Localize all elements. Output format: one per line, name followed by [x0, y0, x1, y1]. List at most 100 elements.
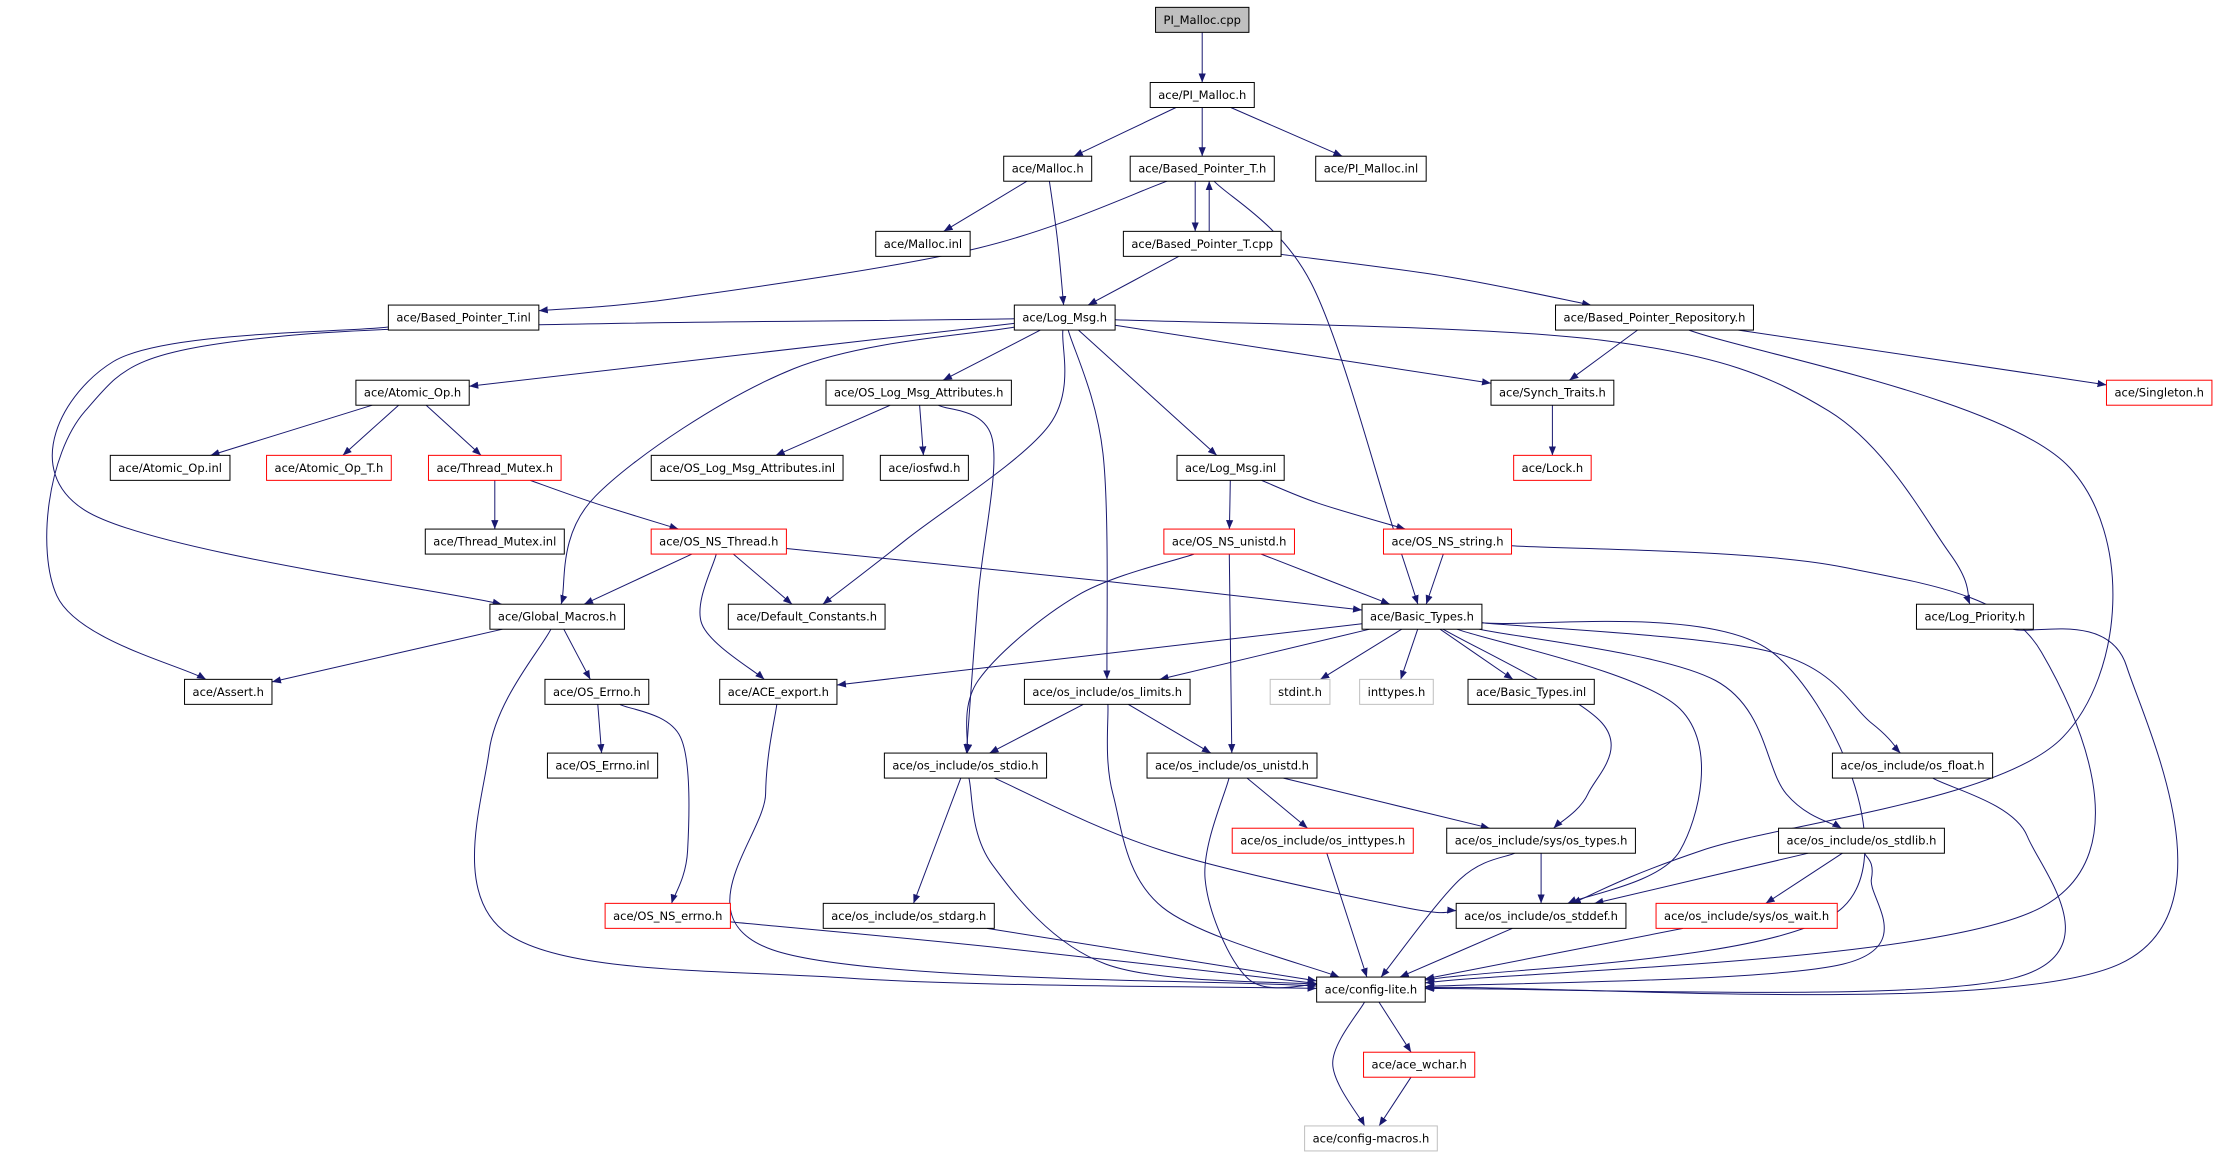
file-node-based-pointer-repository-h[interactable]: ace/Based_Pointer_Repository.h [1555, 304, 1754, 331]
file-node-os-errno-h[interactable]: ace/OS_Errno.h [544, 678, 650, 705]
file-node-sys-os-wait-h[interactable]: ace/os_include/sys/os_wait.h [1655, 902, 1838, 929]
file-node-based-pointer-t-cpp[interactable]: ace/Based_Pointer_T.cpp [1122, 230, 1282, 257]
file-node-os-inttypes-h[interactable]: ace/os_include/os_inttypes.h [1231, 827, 1414, 854]
node-label: ace/os_include/os_stdio.h [892, 759, 1038, 773]
file-node-assert-h[interactable]: ace/Assert.h [184, 678, 273, 705]
edge-os-ns-string-h-to-basic-types-h [1425, 553, 1444, 605]
node-box [427, 454, 562, 481]
edge-basic-types-h-to-ace-export-h [836, 623, 1363, 688]
node-box [1315, 155, 1427, 182]
file-node-basic-types-inl[interactable]: ace/Basic_Types.inl [1467, 678, 1595, 705]
edge-basic-types-h-to-os-float-h [1481, 622, 1901, 754]
file-node-synch-traits-h[interactable]: ace/Synch_Traits.h [1490, 379, 1615, 406]
file-node-os-ns-errno-h[interactable]: ace/OS_NS_errno.h [604, 902, 731, 929]
file-node-atomic-op-h[interactable]: ace/Atomic_Op.h [355, 379, 470, 406]
node-box [1003, 155, 1093, 182]
file-node-log-priority-h[interactable]: ace/Log_Priority.h [1915, 603, 2034, 630]
file-node-os-ns-thread-h[interactable]: ace/OS_NS_Thread.h [650, 528, 787, 555]
file-node-os-stdlib-h[interactable]: ace/os_include/os_stdlib.h [1778, 827, 1945, 854]
file-node-os-stddef-h[interactable]: ace/os_include/os_stddef.h [1455, 902, 1627, 929]
edge-log-priority-h-to-config-lite-h [1425, 628, 2179, 996]
file-node-ace-export-h[interactable]: ace/ACE_export.h [719, 678, 838, 705]
edge-os-unistd-h-to-os-inttypes-h [1246, 777, 1308, 829]
edge-os-ns-unistd-h-to-os-unistd-h [1228, 554, 1236, 754]
edge-os-limits-h-to-config-lite-h [1106, 704, 1340, 978]
file-node-os-ns-string-h[interactable]: ace/OS_NS_string.h [1382, 528, 1513, 555]
file-node-config-lite-h[interactable]: ace/config-lite.h [1316, 976, 1426, 1003]
node-box [1155, 6, 1250, 33]
dependency-edges [46, 32, 2179, 1127]
node-box [109, 454, 231, 481]
file-node-atomic-op-t-h[interactable]: ace/Atomic_Op_T.h [266, 454, 392, 481]
edge-log-msg-h-to-atomic-op-h [469, 322, 1015, 389]
file-node-os-float-h[interactable]: ace/os_include/os_float.h [1831, 752, 1994, 779]
node-box [1915, 603, 2034, 630]
node-label: PI_Malloc.cpp [1164, 13, 1241, 27]
edge-config-lite-h-to-config-macros-h [1332, 1001, 1366, 1127]
file-nodes: PI_Malloc.cpp ace/PI_Malloc.h ace/Malloc.h… [109, 6, 2213, 1152]
file-node-default-constants-h[interactable]: ace/Default_Constants.h [727, 603, 886, 630]
node-label: ace/os_include/sys/os_types.h [1455, 834, 1628, 848]
node-label: ace/Based_Pointer_Repository.h [1564, 311, 1746, 325]
edge-log-msg-h-to-default-constants-h [822, 330, 1066, 605]
node-label: ace/OS_Errno.h [553, 685, 641, 699]
node-label: ace/Based_Pointer_T.cpp [1131, 237, 1273, 251]
edge-log-msg-h-to-global-macros-h [560, 326, 1015, 605]
edge-log-msg-h-to-os-limits-h [1067, 329, 1111, 680]
file-node-ace-wchar-h[interactable]: ace/ace_wchar.h [1363, 1051, 1476, 1078]
file-node-sys-os-types-h[interactable]: ace/os_include/sys/os_types.h [1446, 827, 1636, 854]
file-node-pi-malloc-inl[interactable]: ace/PI_Malloc.inl [1315, 155, 1427, 182]
file-node-basic-types-h[interactable]: ace/Basic_Types.h [1361, 603, 1483, 630]
edge-os-ns-thread-h-to-ace-export-h [699, 553, 765, 680]
edge-basic-types-h-to-config-lite-h [1425, 620, 1866, 983]
node-label: ace/OS_Log_Msg_Attributes.h [834, 386, 1003, 400]
file-node-os-log-msg-attributes-h[interactable]: ace/OS_Log_Msg_Attributes.h [825, 379, 1012, 406]
edge-sys-os-wait-h-to-config-lite-h [1425, 927, 1683, 981]
file-node-atomic-op-inl[interactable]: ace/Atomic_Op.inl [109, 454, 231, 481]
file-node-thread-mutex-inl[interactable]: ace/Thread_Mutex.inl [424, 528, 565, 555]
file-node-os-stdio-h[interactable]: ace/os_include/os_stdio.h [883, 752, 1048, 779]
file-node-os-unistd-h[interactable]: ace/os_include/os_unistd.h [1146, 752, 1318, 779]
node-label: ace/Based_Pointer_T.inl [396, 311, 530, 325]
node-label: ace/Thread_Mutex.inl [433, 535, 556, 549]
file-node-thread-mutex-h[interactable]: ace/Thread_Mutex.h [427, 454, 562, 481]
node-label: ace/Atomic_Op.h [364, 386, 461, 400]
file-node-stdint-h[interactable]: stdint.h [1269, 678, 1331, 705]
node-label: ace/Log_Msg.inl [1185, 461, 1276, 475]
file-node-os-ns-unistd-h[interactable]: ace/OS_NS_unistd.h [1163, 528, 1295, 555]
node-box [1013, 304, 1116, 331]
file-node-malloc-inl[interactable]: ace/Malloc.inl [875, 230, 971, 257]
file-node-log-msg-h[interactable]: ace/Log_Msg.h [1013, 304, 1116, 331]
edge-thread-mutex-h-to-os-ns-thread-h [530, 479, 679, 530]
edge-atomic-op-h-to-atomic-op-inl [210, 404, 373, 457]
file-node-iosfwd-h[interactable]: ace/iosfwd.h [879, 454, 969, 481]
node-box [883, 752, 1048, 779]
file-node-os-log-msg-attributes-inl[interactable]: ace/OS_Log_Msg_Attributes.inl [650, 454, 844, 481]
file-node-pi-malloc-h[interactable]: ace/PI_Malloc.h [1149, 81, 1255, 108]
node-label: ace/OS_NS_string.h [1391, 535, 1503, 549]
file-node-config-macros-h[interactable]: ace/config-macros.h [1304, 1125, 1438, 1152]
file-node-os-stdarg-h[interactable]: ace/os_include/os_stdarg.h [822, 902, 995, 929]
edge-malloc-h-to-log-msg-h [1048, 181, 1067, 306]
file-node-os-limits-h[interactable]: ace/os_include/os_limits.h [1023, 678, 1191, 705]
edge-os-ns-thread-h-to-basic-types-h [786, 548, 1363, 613]
file-node-os-errno-inl[interactable]: ace/OS_Errno.inl [546, 752, 659, 779]
file-node-based-pointer-t-h[interactable]: ace/Based_Pointer_T.h [1129, 155, 1275, 182]
file-node-singleton-h[interactable]: ace/Singleton.h [2105, 379, 2213, 406]
file-node-global-macros-h[interactable]: ace/Global_Macros.h [489, 603, 625, 630]
file-node-pi-malloc-cpp[interactable]: PI_Malloc.cpp [1155, 6, 1250, 33]
edge-os-ns-thread-h-to-default-constants-h [733, 553, 793, 605]
edge-os-ns-errno-h-to-config-lite-h [730, 921, 1317, 987]
file-node-based-pointer-t-inl[interactable]: ace/Based_Pointer_T.inl [387, 304, 540, 331]
edge-log-msg-h-to-log-priority-h [1115, 319, 1971, 605]
file-node-malloc-h[interactable]: ace/Malloc.h [1003, 155, 1093, 182]
node-box [546, 752, 659, 779]
file-node-log-msg-inl[interactable]: ace/Log_Msg.inl [1176, 454, 1285, 481]
edge-os-ns-unistd-h-to-basic-types-h [1261, 553, 1391, 605]
file-node-inttypes-h[interactable]: inttypes.h [1359, 678, 1434, 705]
edge-pi-malloc-h-to-pi-malloc-inl [1230, 107, 1343, 157]
edge-based-pointer-repository-h-to-singleton-h [1738, 329, 2107, 388]
edge-os-unistd-h-to-config-lite-h [1204, 777, 1317, 989]
file-node-lock-h[interactable]: ace/Lock.h [1513, 454, 1592, 481]
